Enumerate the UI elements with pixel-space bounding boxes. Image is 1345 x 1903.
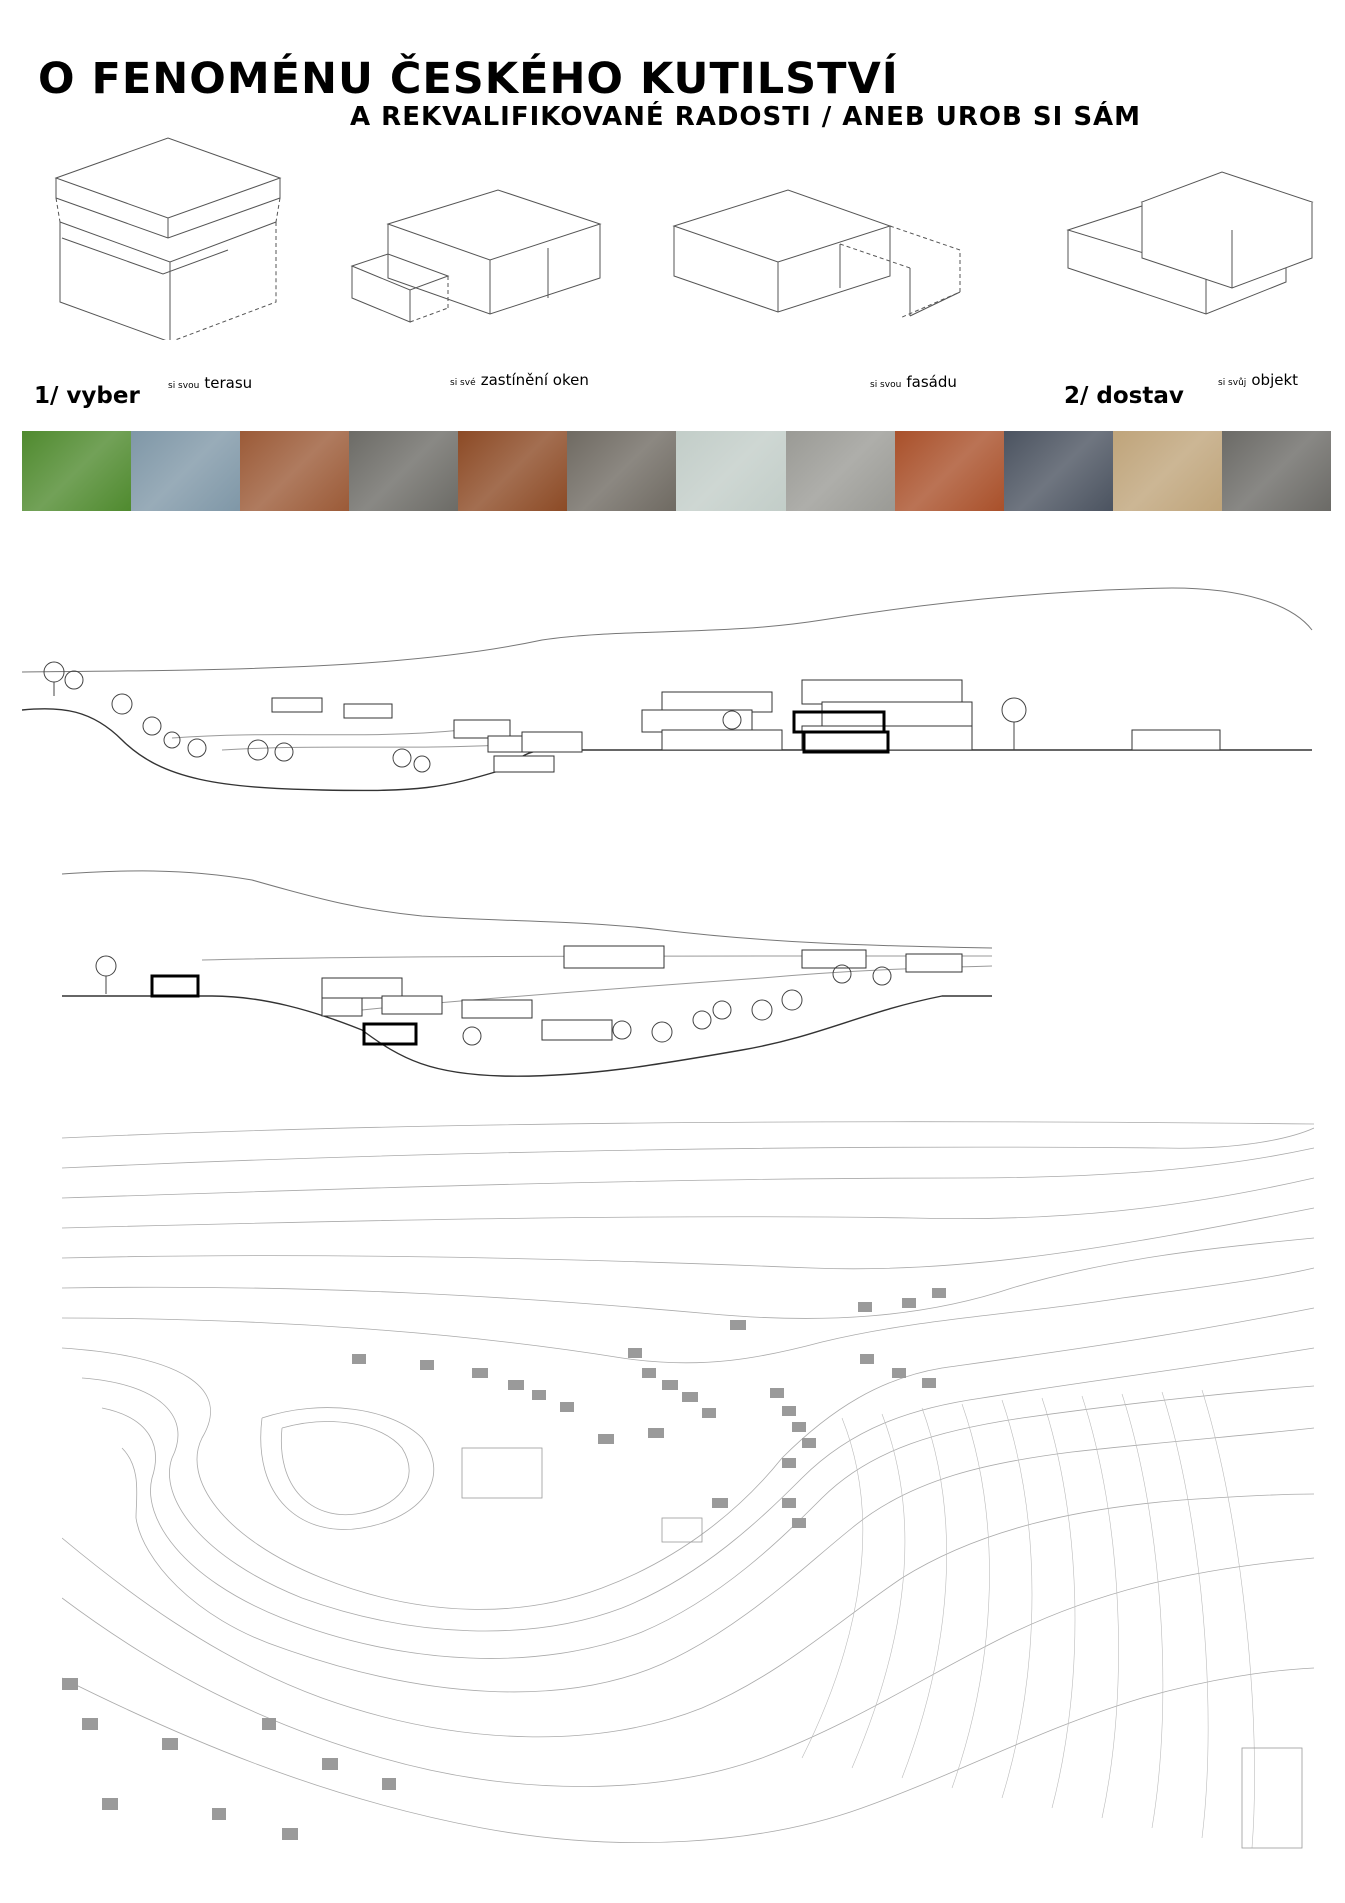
axonometric-diagram-shading xyxy=(350,189,602,323)
corten-steel-swatch xyxy=(894,431,1004,511)
pebbles-swatch xyxy=(131,431,241,511)
step-add-label: 2/ dostav xyxy=(1064,383,1184,409)
site-section-drawing-1 xyxy=(22,587,1313,792)
grass-swatch xyxy=(22,431,132,511)
weathered-wood-swatch xyxy=(567,431,677,511)
choice-object: si svůj objekt xyxy=(1218,370,1298,389)
cobblestone-swatch xyxy=(1003,431,1113,511)
axonometric-diagram-facade xyxy=(672,189,961,319)
step-select-label: 1/ vyber xyxy=(34,383,140,409)
wood-decking-swatch xyxy=(240,431,350,511)
perforated-corten-swatch xyxy=(458,431,568,511)
steel-mesh-swatch xyxy=(349,431,459,511)
choice-terrace: si svou terasu xyxy=(168,373,252,392)
choice-facade-prefix: si svou xyxy=(870,380,902,390)
choice-terrace-prefix: si svou xyxy=(168,381,200,391)
choice-object-label: objekt xyxy=(1251,371,1299,389)
choice-terrace-label: terasu xyxy=(204,374,253,392)
concrete-swatch xyxy=(785,431,895,511)
page-title: O FENOMÉNU ČESKÉHO KUTILSTVÍ xyxy=(38,54,899,104)
choice-facade: si svou fasádu xyxy=(870,372,957,391)
page-subtitle: A REKVALIFIKOVANÉ RADOSTI / ANEB UROB SI… xyxy=(350,102,1142,132)
axonometric-diagram-terrace xyxy=(54,137,282,340)
choice-shading-prefix: si své xyxy=(450,378,476,388)
plaster-swatch xyxy=(676,431,786,511)
choice-window-shading: si své zastínění oken xyxy=(450,370,589,389)
choice-object-prefix: si svůj xyxy=(1218,378,1247,388)
straw-swatch xyxy=(1112,431,1222,511)
rough-concrete-swatch xyxy=(1221,431,1331,511)
site-section-drawing-2 xyxy=(62,870,993,1077)
axonometric-diagram-object xyxy=(1066,171,1314,315)
choice-facade-label: fasádu xyxy=(906,373,957,391)
site-contour-model xyxy=(62,1121,1314,1849)
material-swatch-strip xyxy=(22,431,1331,511)
choice-shading-label: zastínění oken xyxy=(480,371,589,389)
